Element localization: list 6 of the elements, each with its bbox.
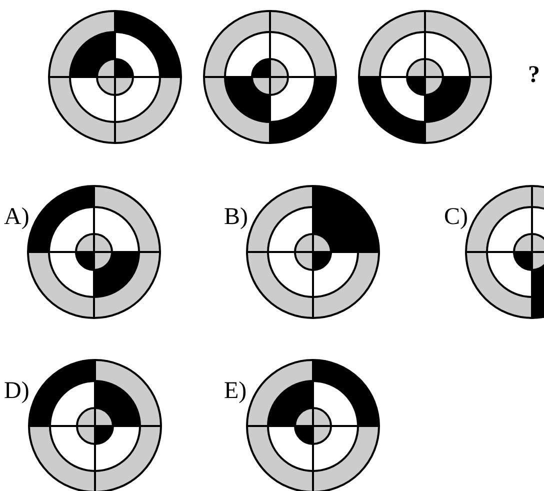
option-label: A) [4, 204, 30, 230]
option-label: B) [224, 204, 248, 230]
option-label: E) [224, 378, 247, 404]
option-label: C) [444, 204, 468, 230]
option-label: D) [4, 378, 30, 404]
question-mark: ? [528, 62, 540, 88]
